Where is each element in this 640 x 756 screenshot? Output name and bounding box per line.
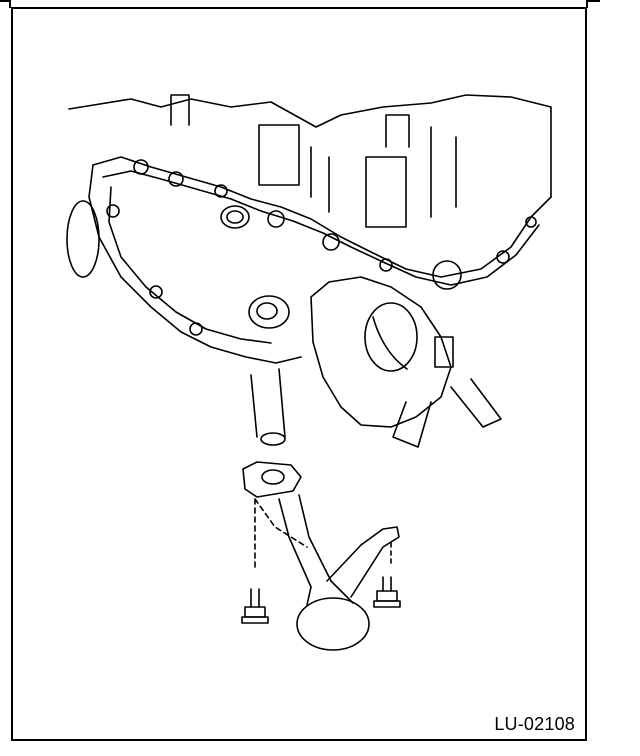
pipe bbox=[392, 401, 432, 448]
bolt-hole bbox=[106, 204, 120, 218]
strainer-tube bbox=[250, 368, 286, 438]
bolt-hole bbox=[496, 250, 510, 264]
crankcase-left-wall bbox=[88, 164, 302, 364]
bolt-left bbox=[241, 588, 269, 624]
bolt-hole bbox=[379, 258, 393, 272]
left-boss bbox=[66, 200, 100, 278]
pump-opening bbox=[364, 302, 418, 372]
crankcase-left-wall-inner bbox=[108, 186, 272, 344]
oil-seal bbox=[248, 295, 290, 329]
strainer-neck bbox=[306, 580, 354, 606]
oil-seal-inner bbox=[226, 210, 244, 224]
corner-tick bbox=[9, 0, 11, 8]
bolt-hole bbox=[168, 171, 184, 187]
crankcase-flange-inner bbox=[102, 170, 540, 286]
figure-frame: LU-02108 bbox=[11, 7, 587, 741]
crankcase-top-outline bbox=[68, 94, 552, 198]
bolt-hole bbox=[133, 159, 149, 175]
strainer-body bbox=[296, 597, 370, 651]
pipe bbox=[450, 378, 502, 428]
figure-id-label: LU-02108 bbox=[494, 714, 575, 734]
bolt-hole bbox=[267, 210, 285, 228]
strainer-flange-hole bbox=[261, 469, 285, 485]
top-stud bbox=[385, 114, 410, 148]
bolt-right bbox=[373, 576, 401, 608]
upper-rib bbox=[365, 156, 407, 228]
bolt-hole bbox=[214, 184, 228, 198]
pump-housing bbox=[310, 276, 452, 428]
strainer-pipe bbox=[278, 494, 332, 588]
pump-opening-shade bbox=[372, 316, 408, 370]
upper-rib-lines bbox=[310, 126, 457, 218]
strainer-flange bbox=[242, 461, 302, 498]
corner-tick bbox=[586, 0, 588, 8]
bolt-hole bbox=[189, 322, 203, 336]
corner-tick bbox=[586, 0, 600, 2]
bolt-hole bbox=[149, 285, 163, 299]
engine-oil-strainer-diagram bbox=[66, 94, 552, 651]
o-ring bbox=[260, 432, 286, 446]
bolt-hole bbox=[322, 233, 340, 251]
top-stud bbox=[170, 94, 190, 126]
bolt-hole bbox=[525, 216, 537, 228]
corner-tick bbox=[0, 0, 10, 2]
oil-seal-inner bbox=[256, 302, 278, 320]
right-bracket bbox=[434, 336, 454, 368]
assembly-guide-line bbox=[254, 498, 308, 568]
bolt-hole bbox=[432, 260, 462, 290]
upper-rib bbox=[258, 124, 300, 186]
oil-seal bbox=[220, 205, 250, 229]
crankcase-flange bbox=[92, 156, 552, 278]
strainer-stay bbox=[326, 526, 400, 598]
